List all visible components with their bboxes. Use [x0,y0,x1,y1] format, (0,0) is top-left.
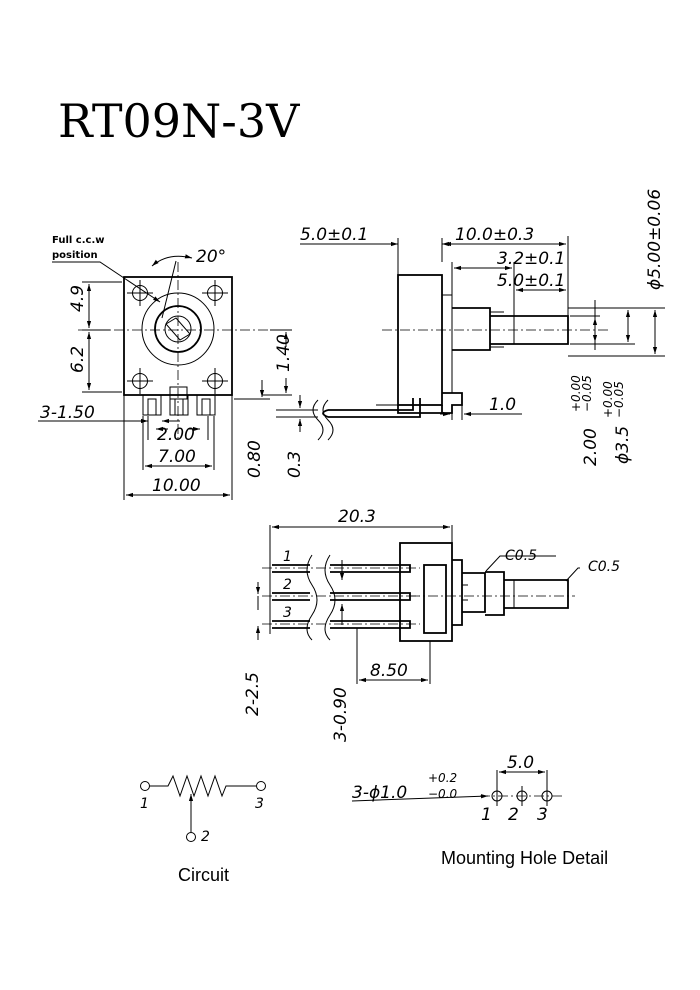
dim-flat-base-tol-upper: +0.00 [569,375,583,412]
dim-body-length: 8.50 [370,661,408,681]
dim-pitch: 3-1.50 [40,403,95,423]
hole-label-1: 1 [481,805,492,825]
side-view: 5.0±0.1 10.0±0.3 3.2±0.1 5.0±0.1 ϕ5.00±0… [234,189,665,478]
dim-lower: 6.2 [68,346,88,373]
dim-pin-t2: 0.3 [285,451,305,478]
circuit-pin-2: 2 [201,829,210,845]
hole-spec: 3-ϕ1.0 [352,783,407,803]
dim-total-length: 20.3 [338,507,376,527]
ccw-note-line2: position [52,250,98,261]
hole-label-2: 2 [508,805,519,825]
angle-label: 20° [196,247,226,267]
circuit-pin-1: 1 [140,796,149,812]
circuit-pin-3: 3 [255,796,264,812]
dim-body: 5.0±0.1 [300,225,368,245]
chamfer-label-1: C0.5 [505,548,537,564]
dim-pin-width: 3-0.90 [331,687,351,742]
mounting-hole-detail: 3-ϕ1.0 +0.2 −0.0 5.0 1 2 3 Mounting Hole… [351,753,608,868]
dim-flat-base-tol-lower: −0.05 [580,375,594,412]
hole-pitch: 5.0 [507,753,534,773]
dim-flat-dia-tol-upper: +0.00 [601,381,615,418]
circuit-caption: Circuit [178,865,229,885]
dim-flat-length: 5.0±0.1 [497,271,565,291]
mounting-caption: Mounting Hole Detail [441,848,608,868]
dim-pin: 2.00 [157,425,195,445]
ccw-note-line1: Full c.c.w [52,235,104,246]
page-title: RT09N-3V [58,94,300,148]
chamfer-label-2: C0.5 [588,559,620,575]
dim-step: 1.0 [489,395,516,415]
dim-pin-pitch: 2-2.5 [243,672,263,716]
pin-label-3: 3 [283,605,292,621]
front-view: Full c.c.w position 20° [38,235,290,500]
dim-pin-thickness: 0.80 [245,440,265,478]
pin-label-1: 1 [283,549,292,565]
dim-shaft-length: 10.0±0.3 [455,225,534,245]
dim-height: 1.40 [274,334,294,372]
dim-width: 10.00 [152,476,201,496]
dim-flat-base: 2.00 [581,428,601,466]
dim-flat-dia-tol-lower: −0.05 [612,381,626,418]
dim-pin-span: 7.00 [158,447,196,467]
dim-flat-start: 3.2±0.1 [497,249,565,269]
dim-shaft-diameter: ϕ5.00±0.06 [645,189,665,290]
circuit-diagram: 1 2 3 Circuit [140,774,266,885]
dim-flat-diameter: ϕ3.5 [613,426,633,464]
top-view: 20.3 1 2 3 C0.5 C0.5 [243,507,620,742]
hole-label-3: 3 [537,805,548,825]
hole-tol-lower: −0.0 [428,787,458,801]
pin-label-2: 2 [283,577,292,593]
dim-upper: 4.9 [68,285,88,312]
hole-tol-upper: +0.2 [428,771,457,785]
